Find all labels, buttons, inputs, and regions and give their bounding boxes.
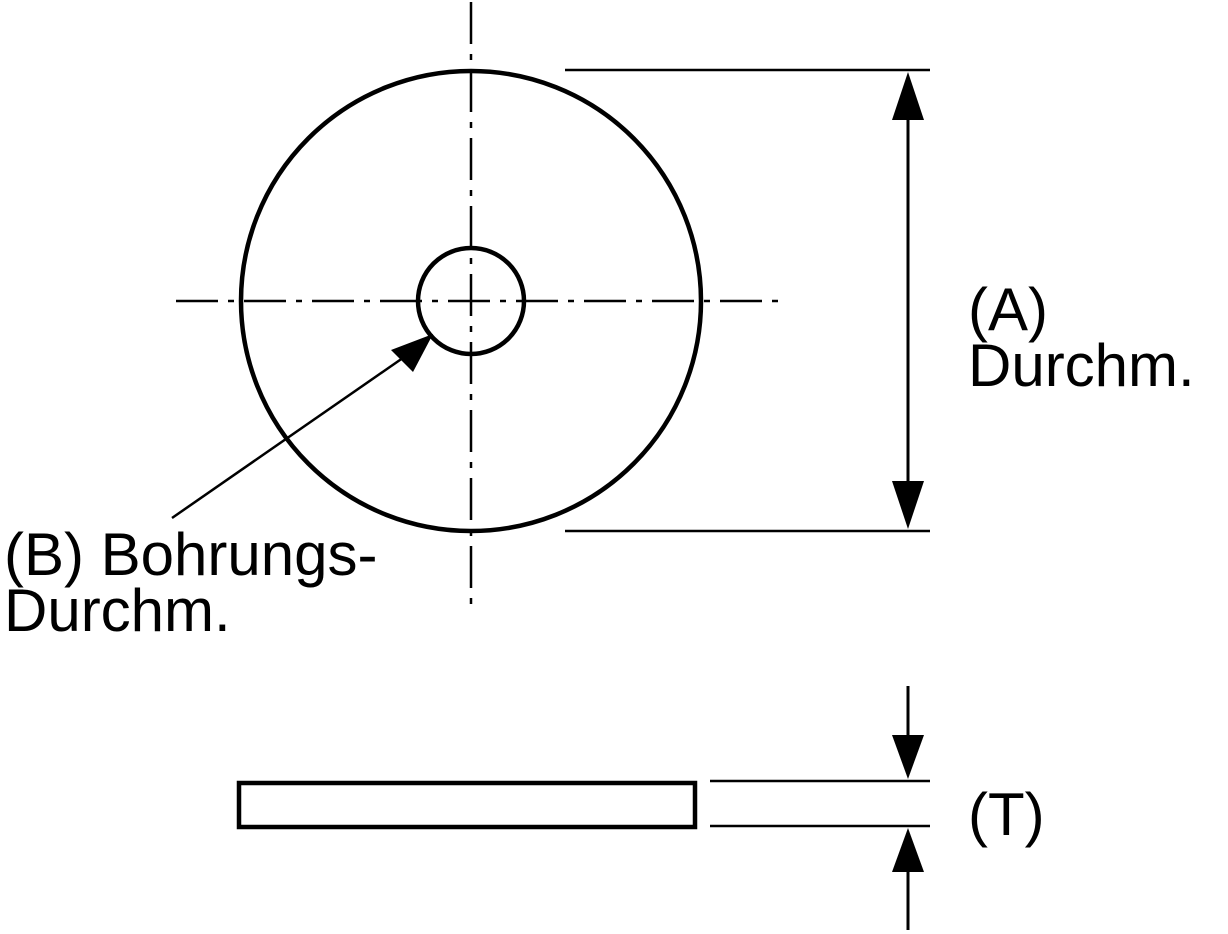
label-outer-diameter-line1: (A) (968, 276, 1048, 343)
bore-circle (415, 245, 527, 357)
label-bore-diameter-line2: Durchm. (4, 577, 231, 644)
washer-side-view (236, 780, 698, 830)
label-outer-diameter-line2: Durchm. (968, 332, 1195, 399)
label-thickness: (T) (968, 781, 1045, 848)
label-thickness-text: (T) (968, 781, 1045, 848)
arrow-a-bottom (892, 481, 924, 529)
label-outer-diameter: (A) Durchm. (968, 276, 1195, 399)
arrow-a-top (892, 72, 924, 120)
label-bore-diameter: (B) Bohrungs- Durchm. (4, 521, 378, 644)
arrow-t-bottom (892, 828, 924, 872)
arrow-t-top (892, 735, 924, 779)
leader-arrow-b (391, 334, 433, 372)
label-bore-diameter-line1: (B) Bohrungs- (4, 521, 378, 588)
leader-line-b (171, 351, 411, 520)
outer-circle (238, 68, 704, 534)
